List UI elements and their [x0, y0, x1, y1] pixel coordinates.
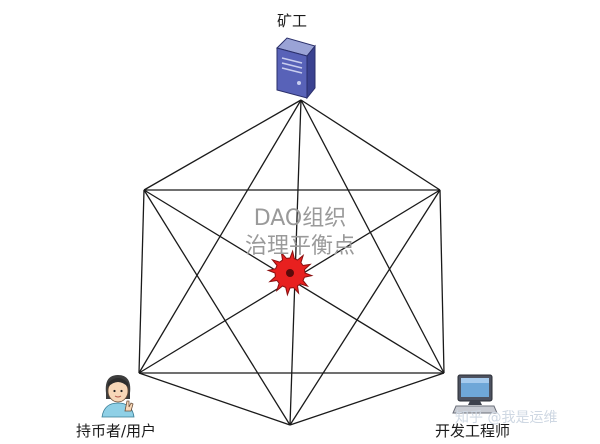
user-icon: [101, 375, 135, 418]
connection-line: [138, 189, 145, 374]
server-icon: [276, 37, 316, 100]
center-title-line2: 治理平衡点: [244, 234, 355, 259]
connection-line: [289, 189, 441, 426]
node-label-miner: 矿工: [277, 12, 308, 30]
center-title-line1: DAO组织: [253, 206, 347, 231]
connection-line: [289, 372, 445, 426]
connection-line: [300, 99, 445, 374]
watermark: 知乎 @我是运维: [455, 410, 558, 426]
connection-line: [143, 189, 291, 426]
computer-icon: [452, 374, 498, 414]
connection-line: [138, 372, 291, 426]
balance-point-icon: [266, 249, 314, 297]
node-label-developer: 开发工程师: [435, 422, 511, 440]
connection-line: [300, 99, 441, 191]
connection-line: [143, 99, 302, 191]
connection-line: [439, 189, 445, 374]
node-label-holder: 持币者/用户: [76, 422, 157, 440]
